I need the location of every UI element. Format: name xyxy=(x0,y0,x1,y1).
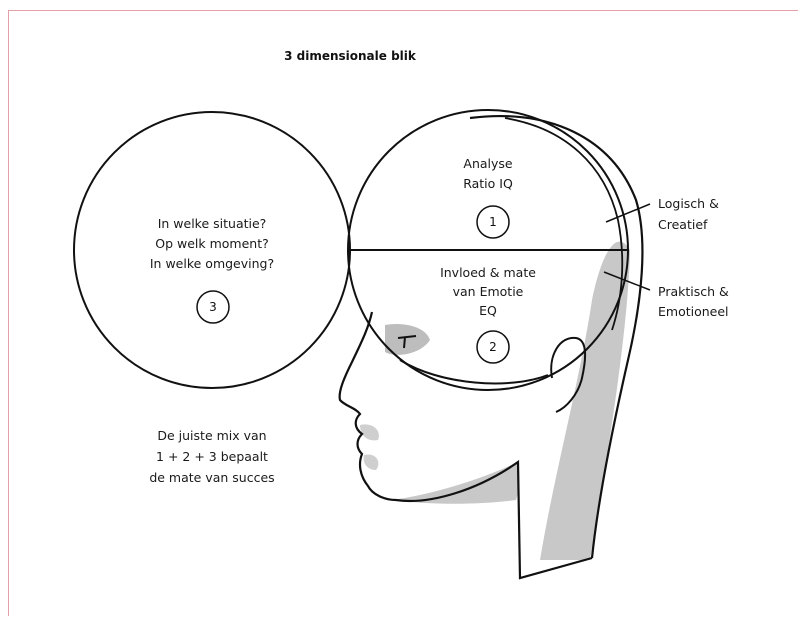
callout-line-top xyxy=(606,204,650,222)
context-line2: Op welk moment? xyxy=(155,236,269,251)
callout-top-line2: Creatief xyxy=(658,217,708,232)
number-3-label: 3 xyxy=(209,300,217,314)
lower-zone-line3: EQ xyxy=(479,303,497,318)
brain-bottom-arc xyxy=(400,360,548,383)
callout-top-line1: Logisch & xyxy=(658,196,719,211)
upper-zone-line2: Ratio IQ xyxy=(463,176,513,191)
callout-bottom-line2: Emotioneel xyxy=(658,304,729,319)
number-1-label: 1 xyxy=(489,215,497,229)
head-shading xyxy=(540,242,630,560)
number-2-label: 2 xyxy=(489,340,497,354)
cheek-shading xyxy=(360,424,379,440)
lower-zone-line1: Invloed & mate xyxy=(440,265,536,280)
chin-shading xyxy=(364,454,379,470)
lower-zone-line2: van Emotie xyxy=(453,284,524,299)
eye-shading xyxy=(385,324,430,355)
conclusion-line2: 1 + 2 + 3 bepaalt xyxy=(156,449,268,464)
neck-shading xyxy=(392,462,519,504)
conclusion-line3: de mate van succes xyxy=(149,470,274,485)
conclusion-line1: De juiste mix van xyxy=(157,428,266,443)
upper-zone-line1: Analyse xyxy=(463,156,513,171)
context-line3: In welke omgeving? xyxy=(150,256,274,271)
callout-bottom-line1: Praktisch & xyxy=(658,284,729,299)
context-line1: In welke situatie? xyxy=(158,216,267,231)
diagram-title: 3 dimensionale blik xyxy=(284,49,417,63)
